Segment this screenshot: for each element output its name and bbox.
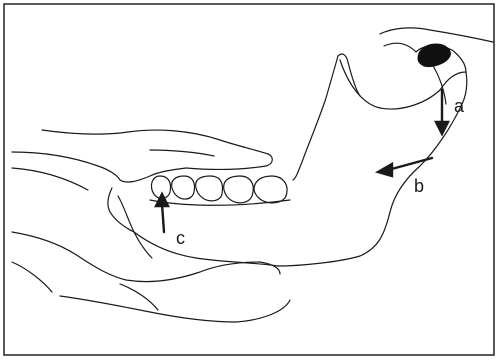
label-c: c [176,228,185,248]
label-b: b [414,176,424,196]
label-a: a [454,96,465,116]
